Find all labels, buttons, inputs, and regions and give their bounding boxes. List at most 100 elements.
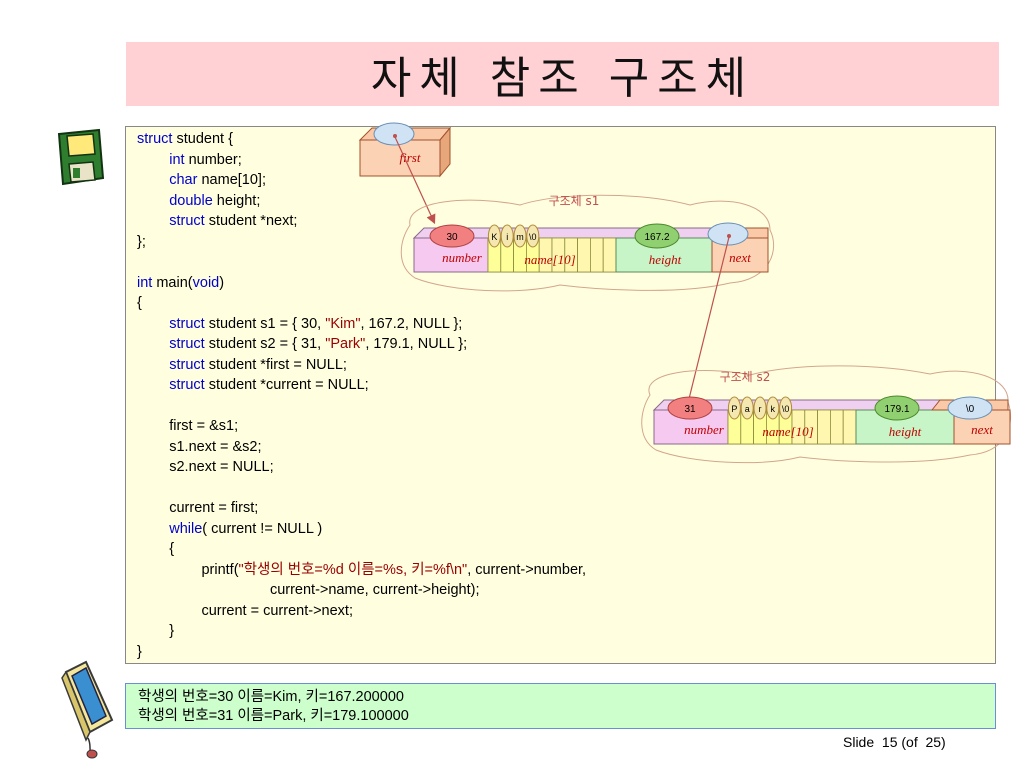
code-token: "학생의 번호=%d 이름=%s, 키=%f\n" xyxy=(238,561,468,578)
code-token: } xyxy=(137,643,142,660)
code-token: student s2 = { 31, xyxy=(204,336,326,352)
slide-title-bar: 자체 참조 구조체 xyxy=(126,42,999,106)
s2-char: a xyxy=(745,404,750,414)
s1-char-bubble xyxy=(513,224,527,248)
code-token: student *next; xyxy=(204,213,298,229)
s2-next-value: \0 xyxy=(966,404,975,415)
s1-char-bubble xyxy=(487,224,501,248)
s1-char-bubble xyxy=(526,224,540,248)
code-line: { xyxy=(137,293,586,314)
s2-caption: 구조체 s2 xyxy=(720,370,771,384)
code-line: } xyxy=(137,621,586,642)
code-line: int number; xyxy=(137,150,586,171)
s2-char-bubble xyxy=(727,396,741,420)
s1-char: i xyxy=(506,232,508,242)
s2-field-height: height xyxy=(889,424,922,439)
code-line: while( current != NULL ) xyxy=(137,519,586,540)
first-label: first xyxy=(400,150,421,165)
code-line: { xyxy=(137,539,586,560)
code-token: current = current->next; xyxy=(137,602,353,619)
floppy-disk-icon xyxy=(57,128,105,186)
code-line: current = first; xyxy=(137,498,586,519)
s2-char: k xyxy=(771,404,776,414)
code-token: , current->number, xyxy=(467,561,587,578)
s2-name-slot xyxy=(842,409,857,445)
code-line: double height; xyxy=(137,191,586,212)
code-token: }; xyxy=(137,233,146,250)
output-line: 학생의 번호=30 이름=Kim, 키=167.200000 xyxy=(138,689,404,705)
code-token: "Kim" xyxy=(325,315,361,332)
code-panel: struct student { int number; char name[1… xyxy=(125,126,996,664)
s1-number-value: 30 xyxy=(446,232,458,243)
s2-char: \0 xyxy=(782,404,790,414)
code-token: s1.next = &s2; xyxy=(137,438,262,455)
s2-char: P xyxy=(731,404,737,414)
s1-name-slot xyxy=(577,237,591,273)
code-token: s2.next = NULL; xyxy=(137,459,274,475)
slide-footer: Slide 15 (of 25) xyxy=(843,734,946,750)
code-token: ( current != NULL ) xyxy=(202,520,323,537)
code-line: printf("학생의 번호=%d 이름=%s, 키=%f\n", curren… xyxy=(137,560,586,581)
code-token: struct xyxy=(169,336,205,352)
s1-name-slot xyxy=(590,237,604,273)
s1-char: \0 xyxy=(529,232,537,242)
code-token: student { xyxy=(172,131,233,147)
code-token: number; xyxy=(184,151,242,168)
code-token: student s1 = { 30, xyxy=(204,315,326,332)
code-token: ) xyxy=(219,274,225,291)
s1-field-number: number xyxy=(442,250,483,265)
code-token: printf( xyxy=(137,561,239,578)
computer-mouse-icon xyxy=(61,660,114,759)
s1-name-slot xyxy=(602,237,617,273)
code-token: struct xyxy=(169,315,205,332)
s2-field-number: number xyxy=(684,422,725,437)
source-code: struct student { int number; char name[1… xyxy=(137,129,586,662)
code-token: struct xyxy=(169,377,205,393)
s2-char-bubble xyxy=(779,396,793,420)
code-line: struct student { xyxy=(137,129,586,150)
code-line: s1.next = &s2; xyxy=(137,437,586,458)
code-token: current->name, current->height); xyxy=(137,582,480,598)
code-token: , 167.2, NULL }; xyxy=(360,315,463,332)
s2-char: r xyxy=(759,404,762,414)
code-token: struct xyxy=(169,356,205,373)
s1-char-bubble xyxy=(500,224,514,248)
s1-cloud-outline xyxy=(400,194,775,292)
code-token: while xyxy=(169,520,203,537)
s2-char-bubble xyxy=(740,396,754,420)
slide-title: 자체 참조 구조체 xyxy=(370,53,755,104)
code-line: s2.next = NULL; xyxy=(137,457,586,478)
code-token: { xyxy=(137,295,142,311)
code-token: char xyxy=(169,172,198,188)
code-token: "Park" xyxy=(325,336,366,352)
s2-name-slot xyxy=(830,409,844,445)
s2-name-slot xyxy=(817,409,831,445)
code-line: }; xyxy=(137,232,586,253)
code-line: struct student *current = NULL; xyxy=(137,375,586,396)
code-token: name[10]; xyxy=(197,172,266,188)
code-token: , 179.1, NULL }; xyxy=(365,336,468,352)
s2-field-name: name[10] xyxy=(762,424,813,439)
s1-next-arrow xyxy=(683,236,730,414)
code-token: first = &s1; xyxy=(137,418,239,434)
code-token: void xyxy=(192,274,220,291)
code-token: struct xyxy=(137,131,173,147)
s1-field-height: height xyxy=(649,252,682,267)
s2-number-value: 31 xyxy=(684,404,696,415)
s1-char: K xyxy=(491,232,497,242)
code-token: student *first = NULL; xyxy=(204,356,347,373)
s1-field-next: next xyxy=(729,250,751,265)
code-line: struct student s2 = { 31, "Park", 179.1,… xyxy=(137,334,586,355)
code-token: main( xyxy=(152,274,193,291)
s1-caption: 구조체 s1 xyxy=(549,194,600,208)
first-pointer: first xyxy=(358,122,452,178)
code-line: struct student *first = NULL; xyxy=(137,355,586,376)
output-line: 학생의 번호=31 이름=Park, 키=179.100000 xyxy=(138,708,409,724)
s2-field-next: next xyxy=(971,422,993,437)
s2-char-bubble xyxy=(766,396,780,420)
code-token: double xyxy=(169,192,213,209)
s1-char: m xyxy=(516,232,524,242)
